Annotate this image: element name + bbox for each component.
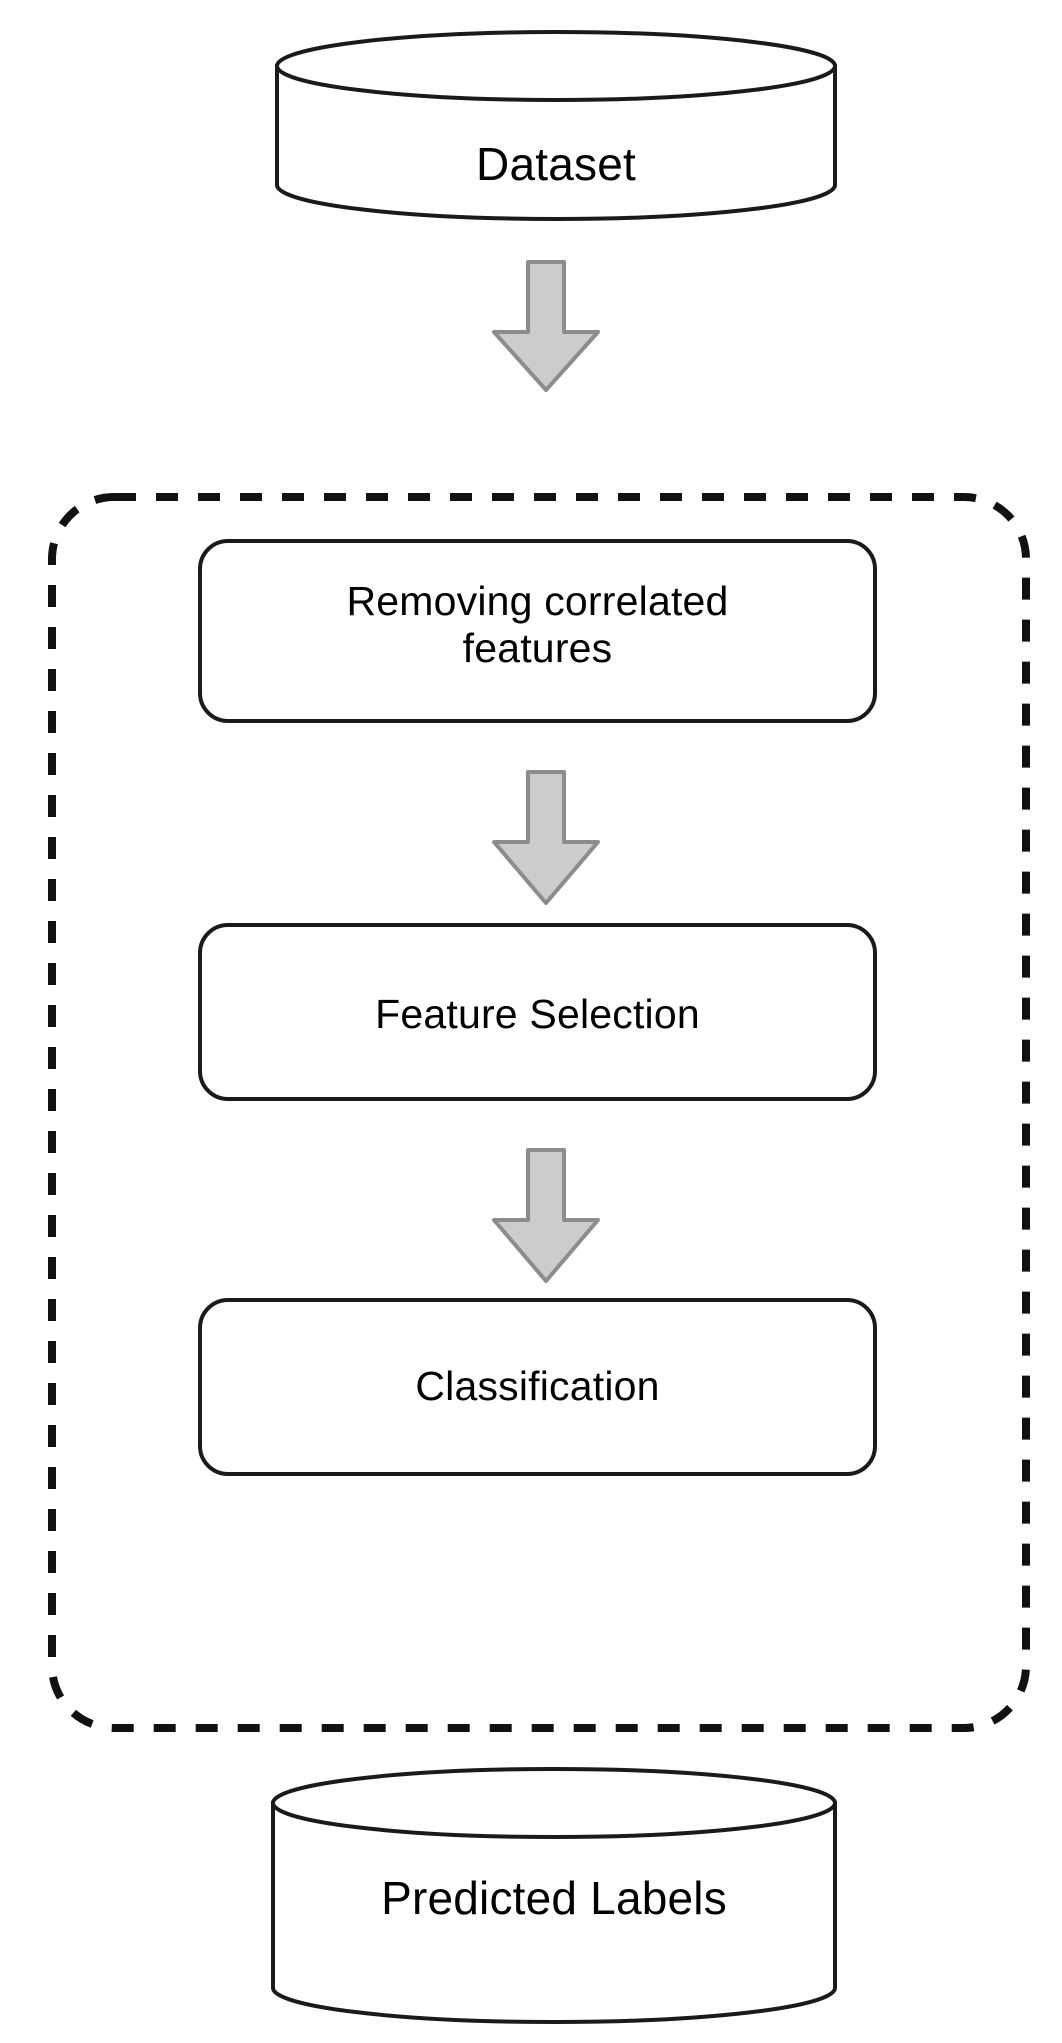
predicted-labels-label: Predicted Labels bbox=[381, 1872, 727, 1924]
dataset-label: Dataset bbox=[476, 138, 636, 190]
node-removing-correlated-features[interactable] bbox=[198, 539, 877, 723]
feature-selection-label: Feature Selection bbox=[375, 991, 700, 1037]
processing-pipeline-group[interactable] bbox=[48, 493, 1030, 1732]
node-feature-selection[interactable] bbox=[198, 923, 877, 1101]
arrow-dataset-to-group bbox=[492, 260, 600, 392]
predicted-labels-cylinder[interactable] bbox=[271, 1767, 837, 2024]
arrow-feature-selection-to-classification bbox=[492, 1148, 600, 1283]
arrow-removing-to-feature-selection bbox=[492, 770, 600, 905]
dataset-cylinder[interactable] bbox=[275, 30, 837, 221]
removing-correlated-features-label: Removing correlated features bbox=[346, 578, 729, 672]
classification-label: Classification bbox=[415, 1363, 660, 1409]
node-classification[interactable] bbox=[198, 1298, 877, 1476]
